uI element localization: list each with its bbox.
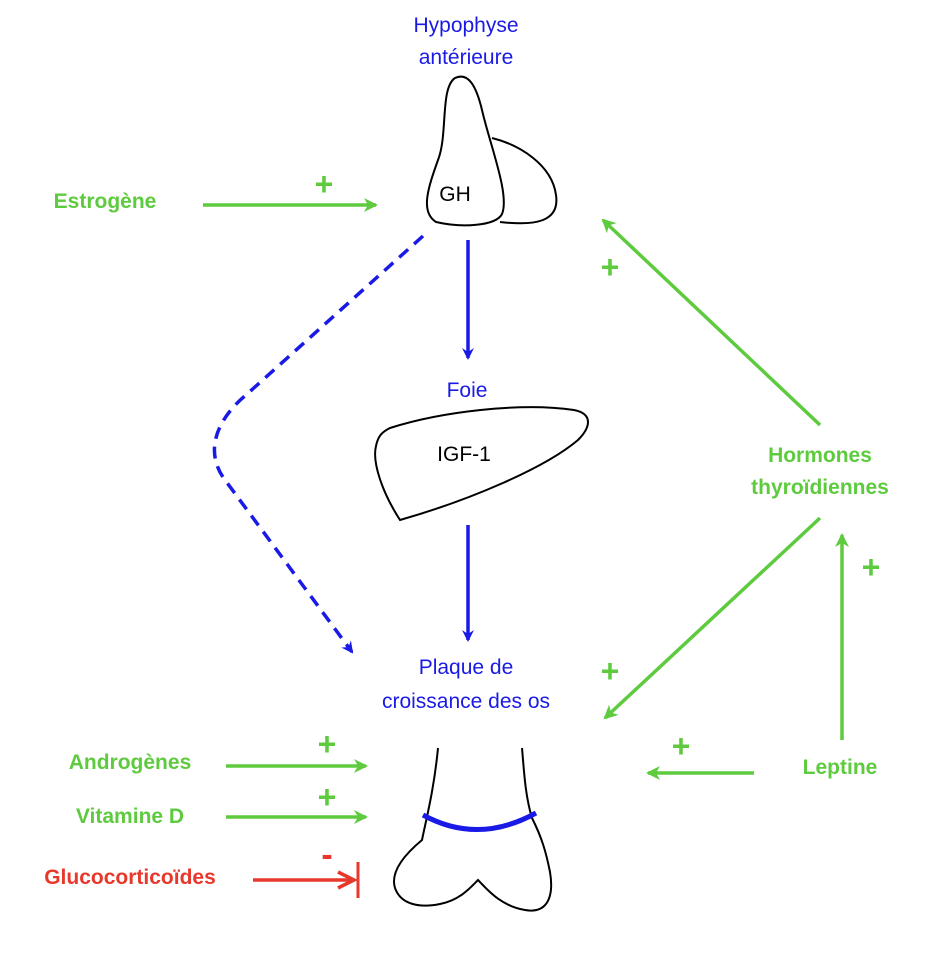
thyroid-to-pituitary-plus-sign: + (601, 249, 620, 285)
arrow-thyroid-to-plate (603, 516, 822, 720)
growth-plate-label-line1: Plaque de (419, 656, 514, 679)
bone-shape (392, 747, 553, 912)
glucocorticoids-minus-sign: - (321, 836, 332, 874)
leptin-label: Leptine (803, 756, 878, 779)
growth-plate-label-line2: croissance des os (382, 690, 550, 713)
liver-shape (374, 406, 589, 522)
vitamin-d-label: Vitamine D (76, 805, 184, 828)
thyroid-to-plate-plus-sign: + (601, 653, 620, 689)
thyroid-label-line1: Hormones (768, 444, 872, 467)
arrow-gh-to-plate-dashed (212, 234, 425, 654)
arrow-thyroid-to-pituitary (601, 218, 822, 427)
growth-plate-line (421, 810, 538, 832)
androgens-plus-sign: + (318, 726, 337, 762)
leptin-to-thyroid-plus-sign: + (862, 549, 881, 585)
thyroid-label-line2: thyroïdiennes (751, 476, 889, 499)
androgens-label: Androgènes (69, 751, 192, 774)
glucocorticoids-label: Glucocorticoïdes (44, 866, 216, 889)
pituitary-label-line2: antérieure (419, 46, 514, 69)
arrow-glucocorticoids-head (337, 870, 358, 890)
pituitary-shape (425, 75, 558, 227)
liver-title: Foie (447, 379, 488, 402)
gh-label: GH (439, 183, 471, 206)
igf1-label: IGF-1 (437, 443, 491, 466)
estrogen-label: Estrogène (54, 190, 157, 213)
pituitary-label-line1: Hypophyse (413, 14, 518, 37)
vitamin-d-plus-sign: + (318, 779, 337, 815)
leptin-to-bone-plus-sign: + (672, 728, 691, 764)
estrogen-plus-sign: + (315, 166, 334, 202)
